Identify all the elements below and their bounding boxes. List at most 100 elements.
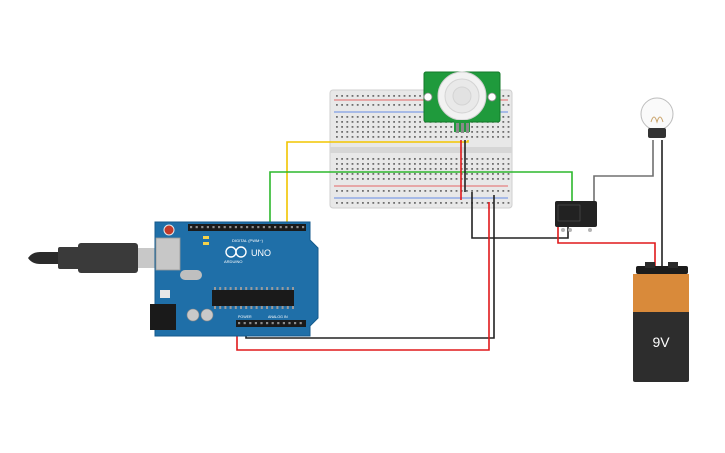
breadboard-hole xyxy=(377,116,380,118)
breadboard-hole xyxy=(367,136,369,138)
usb-cable[interactable] xyxy=(28,243,158,273)
breadboard-hole xyxy=(346,190,349,192)
breadboard-hole xyxy=(486,131,489,133)
breadboard-hole xyxy=(429,158,432,160)
header-pin xyxy=(206,226,209,229)
chip-pin xyxy=(219,306,222,309)
breadboard-hole xyxy=(414,158,416,160)
breadboard-hole xyxy=(403,104,406,106)
breadboard-hole xyxy=(377,121,380,123)
pir-sensor[interactable] xyxy=(423,71,501,133)
breadboard-hole xyxy=(408,168,411,170)
wire-signal-green[interactable] xyxy=(269,171,573,225)
wire-battery-positive[interactable] xyxy=(557,225,656,268)
breadboard-hole xyxy=(408,163,411,165)
breadboard-hole xyxy=(351,158,354,160)
breadboard-hole xyxy=(414,178,416,180)
breadboard-hole xyxy=(346,95,349,97)
breadboard-hole xyxy=(346,131,349,133)
breadboard-hole xyxy=(356,121,359,123)
breadboard-hole xyxy=(466,190,468,192)
chip-pin xyxy=(214,287,216,290)
breadboard-hole xyxy=(382,163,385,165)
battery-connector xyxy=(636,266,688,274)
breadboard-hole xyxy=(434,202,437,204)
chip-pin xyxy=(276,287,279,290)
breadboard-hole xyxy=(476,163,479,165)
breadboard-hole xyxy=(486,173,489,175)
breadboard-hole xyxy=(408,116,411,118)
arduino-reset-button[interactable] xyxy=(163,224,175,236)
breadboard-hole xyxy=(356,126,359,128)
digital-pins xyxy=(190,226,305,229)
wire-relay-gnd[interactable] xyxy=(471,192,569,239)
chip-pin xyxy=(271,287,274,290)
breadboard-hole xyxy=(372,168,375,170)
breadboard-hole xyxy=(388,168,390,170)
breadboard-hole xyxy=(367,173,369,175)
arduino-led xyxy=(203,236,209,239)
header-pin xyxy=(201,226,204,229)
breadboard-hole xyxy=(502,178,505,180)
breadboard-hole xyxy=(440,131,442,133)
breadboard-hole xyxy=(507,178,510,180)
relay-module[interactable] xyxy=(555,201,597,232)
breadboard-hole xyxy=(414,131,416,133)
header-pin xyxy=(249,322,252,325)
breadboard-hole xyxy=(351,104,354,106)
header-pin xyxy=(274,226,277,229)
breadboard-hole xyxy=(476,158,479,160)
wire-lamp-relay[interactable] xyxy=(593,140,654,205)
breadboard-hole xyxy=(424,202,427,204)
breadboard-hole xyxy=(382,168,385,170)
breadboard-hole xyxy=(377,126,380,128)
breadboard-hole xyxy=(502,190,505,192)
breadboard-hole xyxy=(424,131,427,133)
breadboard-hole xyxy=(408,202,411,204)
breadboard-hole xyxy=(403,131,406,133)
chip-pin xyxy=(214,306,216,309)
arduino-uno[interactable]: DIGITAL (PWM~) ARDUINO UNO POWER ANALOG … xyxy=(150,221,319,337)
breadboard-hole xyxy=(502,95,505,97)
breadboard-hole xyxy=(414,95,416,97)
arduino-power-jack xyxy=(150,304,176,330)
breadboard-hole xyxy=(497,126,499,128)
breadboard-hole xyxy=(434,168,437,170)
breadboard-hole xyxy=(341,158,343,160)
breadboard-hole xyxy=(367,126,369,128)
breadboard-hole xyxy=(476,126,479,128)
breadboard-hole xyxy=(351,168,354,170)
breadboard-hole xyxy=(393,158,395,160)
breadboard-hole xyxy=(502,158,505,160)
breadboard-hole xyxy=(372,126,375,128)
light-bulb[interactable] xyxy=(640,97,674,138)
chip-pin xyxy=(240,306,242,309)
breadboard-hole xyxy=(382,202,385,204)
breadboard-hole xyxy=(445,158,447,160)
breadboard-hole xyxy=(336,158,338,160)
header-pin xyxy=(190,226,193,229)
wire-arduino-5v[interactable] xyxy=(236,202,490,351)
breadboard-hole xyxy=(377,168,380,170)
breadboard-hole xyxy=(367,202,369,204)
breadboard-hole xyxy=(382,121,385,123)
breadboard-hole xyxy=(372,173,375,175)
breadboard-hole xyxy=(372,116,375,118)
breadboard-hole xyxy=(377,131,380,133)
chip-pin xyxy=(292,287,294,290)
breadboard-hole xyxy=(419,158,421,160)
breadboard-hole xyxy=(429,136,432,138)
breadboard-hole xyxy=(393,202,395,204)
battery-9v[interactable]: 9V xyxy=(633,262,689,382)
wire-signal-yellow[interactable] xyxy=(286,140,469,225)
breadboard-hole xyxy=(367,168,369,170)
breadboard-hole xyxy=(419,95,421,97)
breadboard-hole xyxy=(382,95,385,97)
breadboard-hole xyxy=(414,173,416,175)
breadboard-hole xyxy=(408,190,411,192)
breadboard-hole xyxy=(408,173,411,175)
breadboard-hole xyxy=(455,136,458,138)
breadboard-hole xyxy=(440,178,442,180)
breadboard-hole xyxy=(434,163,437,165)
